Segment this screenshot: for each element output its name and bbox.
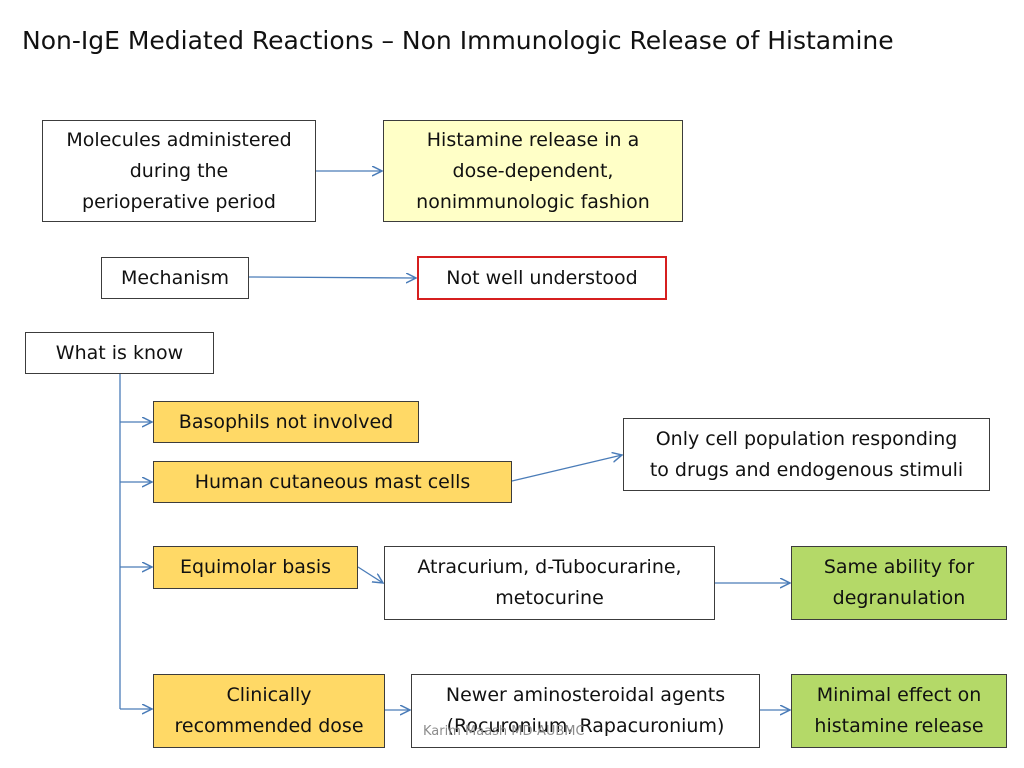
author-credit: Karim Maash MD-AUBMC (423, 724, 585, 739)
mechanism-box: Mechanism (101, 257, 249, 299)
histamine-release-box: Histamine release in a dose-dependent, n… (383, 120, 683, 222)
only-cell-population-box: Only cell population responding to drugs… (623, 418, 990, 491)
clinically-recommended-box: Clinically recommended dose (153, 674, 385, 748)
not-well-understood-box: Not well understood (417, 256, 667, 300)
arrow-mechanism-to-understood (248, 277, 416, 278)
what-is-know-box: What is know (25, 332, 214, 374)
equimolar-box: Equimolar basis (153, 546, 358, 589)
atracurium-box: Atracurium, d-Tubocurarine, metocurine (384, 546, 715, 620)
molecules-box: Molecules administered during the periop… (42, 120, 316, 222)
arrow-mast-to-only-cell (511, 455, 622, 482)
basophils-box: Basophils not involved (153, 401, 419, 443)
mast-cells-box: Human cutaneous mast cells (153, 461, 512, 503)
page-title: Non-IgE Mediated Reactions – Non Immunol… (22, 26, 894, 55)
newer-aminosteroidal-box: Newer aminosteroidal agents (Rocuronium,… (411, 674, 760, 748)
minimal-effect-box: Minimal effect on histamine release (791, 674, 1007, 748)
same-ability-box: Same ability for degranulation (791, 546, 1007, 620)
arrow-equimolar-to-atracurium (357, 566, 383, 583)
